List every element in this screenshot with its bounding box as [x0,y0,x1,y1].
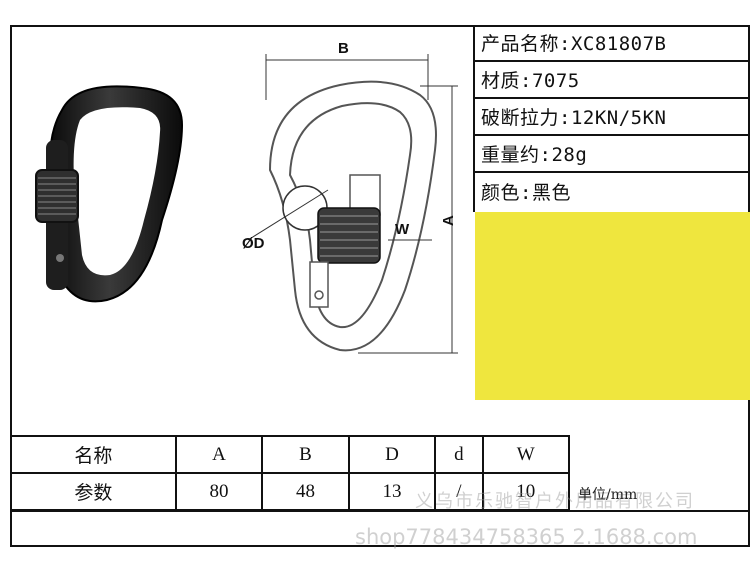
table-cell: B [261,435,350,474]
table-cell: d [434,435,484,474]
table-cell: 80 [174,472,264,511]
table-cell: 名称 [10,435,177,474]
watermark-company: 义乌市乐驰智户外用品有限公司 [415,491,695,512]
dimension-label-b: B [338,40,349,57]
table-cell: D [347,435,437,474]
divider [10,510,750,512]
spec-breaking-strength: 破断拉力:12KN/5KN [475,99,750,136]
table-cell: A [174,435,264,474]
table-cell: W [481,435,571,474]
table-row: 参数 80 48 13 / 10 [10,472,571,511]
dimension-label-a: A [440,215,457,226]
table-cell: / [434,472,484,511]
table-cell: 13 [347,472,437,511]
color-swatch [475,212,750,400]
table-row: 名称 A B D d W [10,435,571,474]
spec-color: 颜色:黑色 [481,182,571,204]
dimension-label-d: ØD [242,235,265,252]
table-cell: 48 [261,472,350,511]
spec-weight: 重量约:28g [475,136,750,173]
carabiner-photo [35,85,184,303]
dimension-label-w: W [395,221,410,238]
spec-panel: 产品名称:XC81807B 材质:7075 破断拉力:12KN/5KN 重量约:… [473,25,750,212]
spec-material: 材质:7075 [475,62,750,99]
parameter-table: 名称 A B D d W 参数 80 48 13 / 10 [10,435,571,511]
unit-note: 单位/mm [578,487,638,503]
spec-product-name: 产品名称:XC81807B [475,25,750,62]
watermark-shop: shop778434758365 2.1688.com [355,525,698,549]
table-cell: 10 [481,472,571,511]
table-cell: 参数 [10,472,177,511]
dimension-diagram: B A ØD W [242,40,458,354]
